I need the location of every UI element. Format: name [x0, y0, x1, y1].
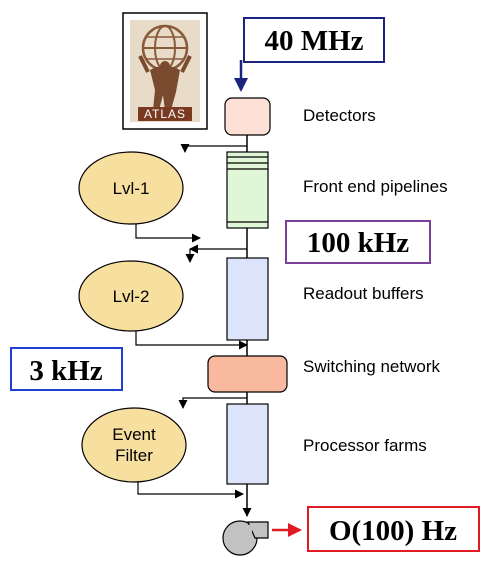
switching-label: Switching network — [303, 357, 441, 376]
output-rate-box — [307, 506, 480, 552]
lvl1-rate-box — [285, 220, 431, 264]
lvl2-rate: 3 kHz — [29, 355, 102, 387]
lvl1-label: Lvl-1 — [113, 179, 150, 198]
detectors-label: Detectors — [303, 106, 376, 125]
event-filter-label-line1: Event — [112, 425, 156, 444]
farms-label: Processor farms — [303, 436, 427, 455]
readout-label: Readout buffers — [303, 284, 424, 303]
atlas-logo-text: ATLAS — [144, 107, 186, 121]
input-rate: 40 MHz — [264, 25, 363, 57]
lvl1-rate: 100 kHz — [307, 227, 409, 259]
processor-farms-box — [226, 403, 269, 485]
readout-buffers-box — [226, 257, 269, 341]
lvl2-output-connector — [135, 331, 248, 350]
pipeline-box — [226, 151, 269, 229]
lvl1-output-connector — [135, 224, 201, 243]
atlas-logo: ATLAS — [122, 12, 208, 130]
input-rate-box — [243, 17, 385, 63]
event-filter-label-line2: Filter — [115, 446, 153, 465]
detectors-box — [224, 97, 271, 136]
ef-output-connector — [137, 482, 244, 499]
lvl2-trigger — [78, 260, 184, 332]
frontend-label: Front end pipelines — [303, 177, 448, 196]
lvl1-trigger — [78, 151, 184, 225]
event-filter — [81, 407, 187, 483]
output-rate: O(100) Hz — [329, 515, 457, 547]
switching-network-box — [207, 355, 288, 393]
lvl2-rate-box — [10, 347, 123, 391]
lvl1-input-connector — [180, 144, 247, 153]
ef-input-connector — [178, 397, 247, 409]
lvl2-label: Lvl-2 — [113, 287, 150, 306]
storage-icon — [222, 520, 269, 556]
